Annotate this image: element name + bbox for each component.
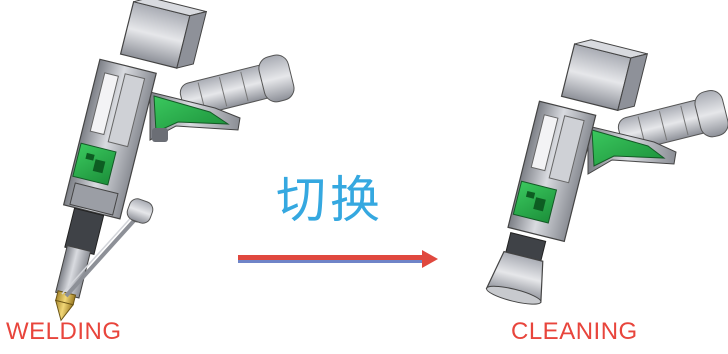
welding-label: WELDING <box>6 318 122 345</box>
transition-arrow <box>238 250 438 268</box>
welding-torch-image <box>54 0 295 322</box>
switch-label: 切换 <box>276 171 384 229</box>
cleaning-head-image <box>485 39 728 305</box>
cleaning-label: CLEANING <box>511 318 638 345</box>
